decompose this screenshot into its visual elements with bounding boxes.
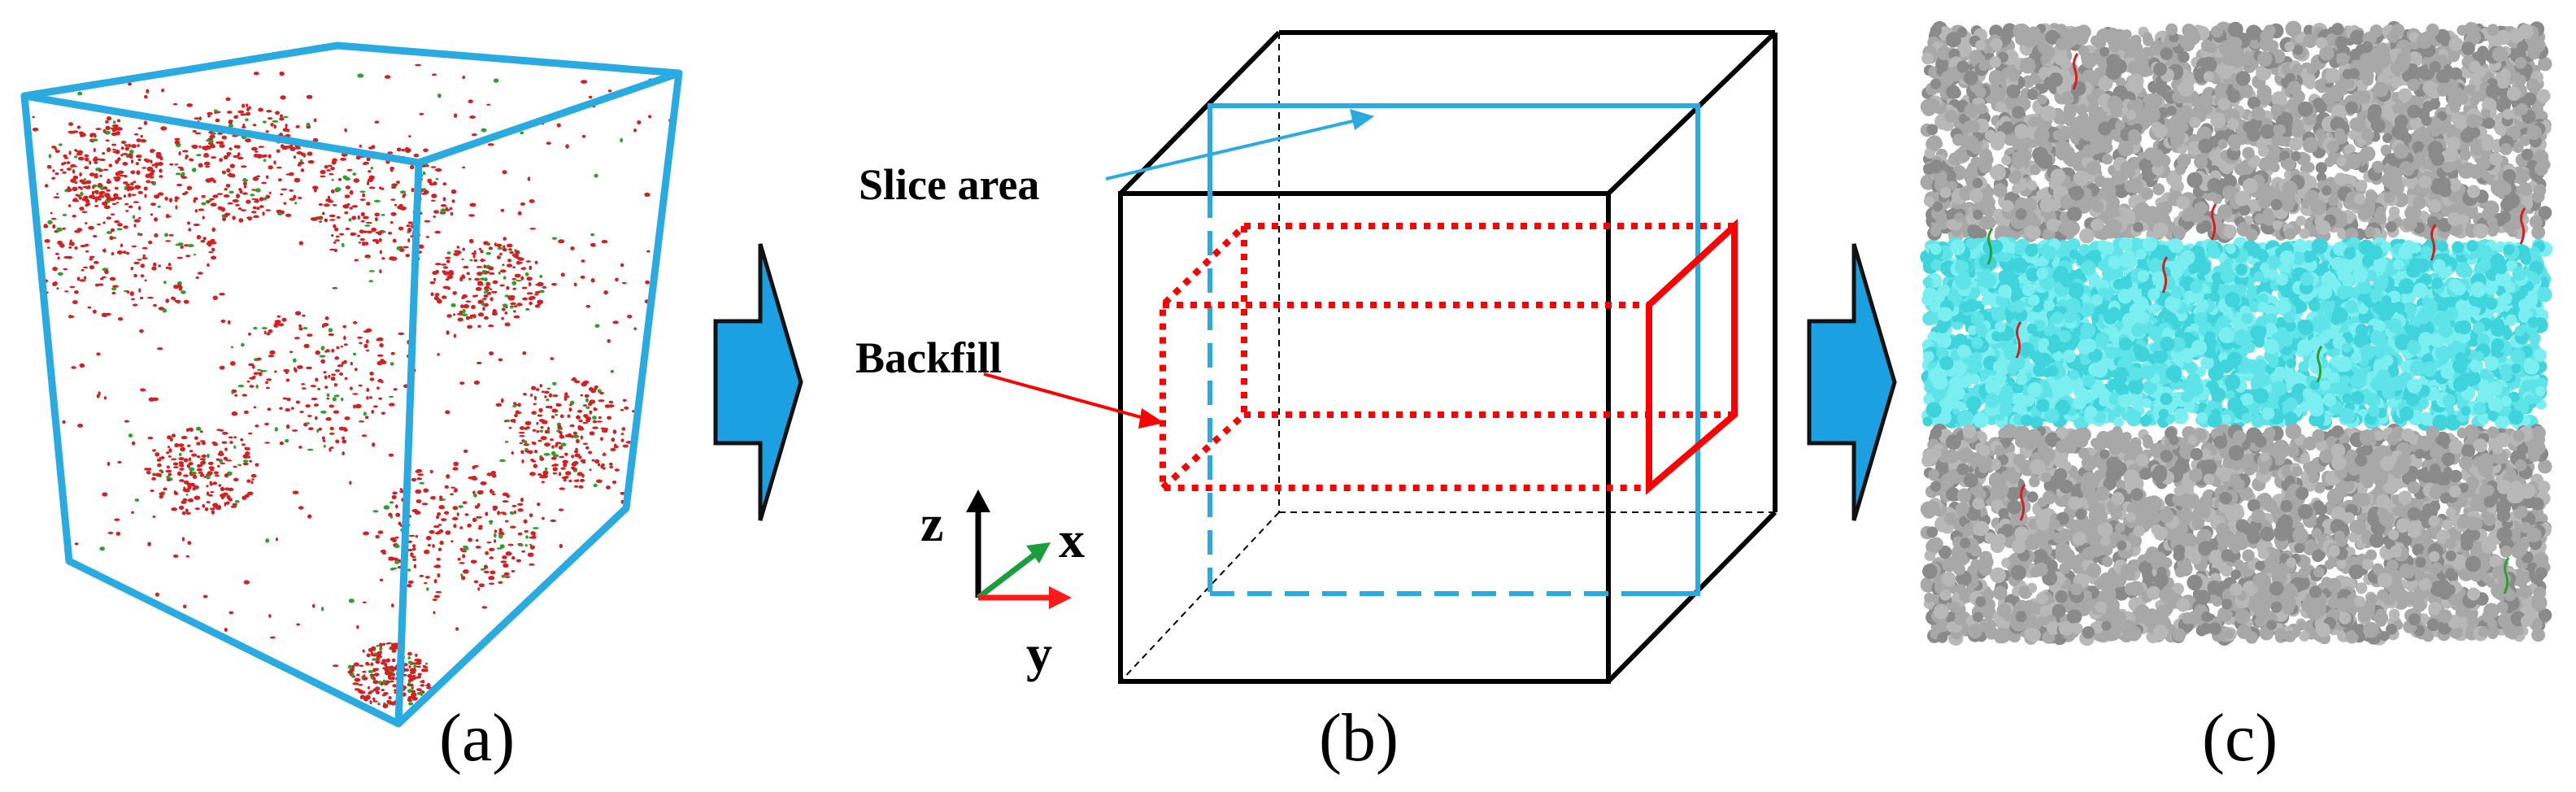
backfill-callout: Backfill — [855, 333, 1164, 429]
z-axis-arrow — [966, 490, 990, 512]
y-axis-label: y — [1026, 624, 1052, 682]
panel-a: (a) — [20, 41, 683, 776]
cube-frame-a — [20, 41, 683, 728]
panel-b: Slice area Backfill z x y (b) — [855, 30, 1778, 776]
z-axis-label: z — [920, 494, 943, 552]
panel-b-label: (b) — [1319, 700, 1399, 776]
x-axis-arrow — [1026, 542, 1051, 564]
backfill-tunnel — [1160, 218, 1738, 495]
slice-particles — [1920, 20, 2553, 646]
slice-area-label: Slice area — [859, 160, 1039, 209]
flow-arrow-1 — [713, 243, 803, 521]
slice-area-callout: Slice area — [859, 109, 1374, 209]
x-axis-label: x — [1059, 511, 1085, 568]
backfill-label: Backfill — [855, 333, 1002, 382]
panel-c-label: (c) — [2202, 700, 2278, 776]
particle-cloud — [32, 62, 672, 722]
panel-a-label: (a) — [439, 700, 515, 776]
flow-arrow-2 — [1807, 243, 1897, 521]
y-axis-arrow — [1049, 586, 1072, 609]
domain-box — [1118, 30, 1778, 684]
coordinate-axes: z x y — [920, 490, 1085, 682]
panel-c: (c) — [1920, 20, 2553, 776]
slice-area-plane — [1208, 103, 1700, 596]
hidden-edges — [1120, 33, 1775, 682]
